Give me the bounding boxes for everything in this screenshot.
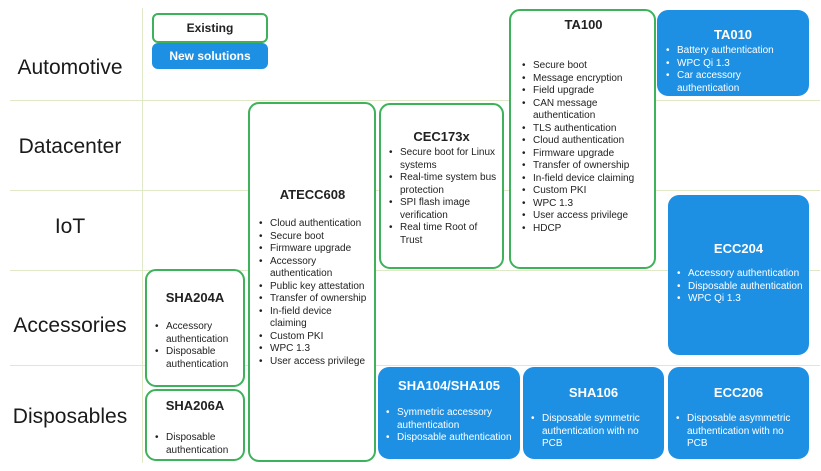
feature-item: HDCP [519,223,648,236]
feature-item: Disposable symmetric authentication with… [528,413,659,451]
feature-item: CAN message authentication [519,98,648,123]
product-title: ATECC608 [279,187,346,202]
feature-item: Field upgrade [519,85,648,98]
feature-item: Symmetric accessory authentication [383,407,515,432]
feature-item: Disposable authentication [152,346,238,371]
product-sha104-sha105: SHA104/SHA105 Symmetric accessory authen… [378,367,520,459]
feature-item: Accessory authentication [674,268,803,281]
feature-list: Secure boot for Linux systemsReal-time s… [386,147,497,247]
product-ecc206: ECC206 Disposable asymmetric authenticat… [668,367,809,459]
product-ecc204: ECC204 Accessory authenticationDisposabl… [668,195,809,355]
product-title: ECC204 [713,241,764,256]
feature-item: User access privilege [519,210,648,223]
feature-item: Secure boot for Linux systems [386,147,497,172]
feature-item: Real-time system bus protection [386,172,497,197]
feature-item: Disposable authentication [152,432,238,457]
row-divider [10,270,820,271]
feature-item: In-field device claiming [519,173,648,186]
product-title: TA100 [564,17,603,32]
row-divider [10,365,820,366]
feature-list: Secure bootMessage encryptionField upgra… [519,60,648,235]
product-title: SHA206A [165,398,225,413]
feature-item: WPC 1.3 [519,198,648,211]
product-cec173x: CEC173x Secure boot for Linux systemsRea… [379,103,504,269]
feature-item: Custom PKI [256,331,369,344]
feature-item: Accessory authentication [152,321,238,346]
product-sha206a: SHA206A Disposable authentication [145,389,245,461]
feature-item: Public key attestation [256,281,369,294]
feature-item: Firmware upgrade [519,148,648,161]
product-sha106: SHA106 Disposable symmetric authenticati… [523,367,664,459]
row-label-automotive: Automotive [17,56,123,79]
feature-item: Secure boot [519,60,648,73]
feature-item: Custom PKI [519,185,648,198]
feature-item: SPI flash image verification [386,197,497,222]
feature-item: Secure boot [256,231,369,244]
column-divider [142,8,143,463]
feature-item: WPC Qi 1.3 [674,293,803,306]
feature-item: Transfer of ownership [256,293,369,306]
product-title: SHA204A [165,290,225,305]
feature-item: Disposable authentication [674,281,803,294]
product-ta010: TA010 Battery authenticationWPC Qi 1.3Ca… [657,10,809,96]
product-sha204a: SHA204A Accessory authenticationDisposab… [145,269,245,387]
product-title: SHA104/SHA105 [398,378,500,393]
feature-item: Cloud authentication [256,218,369,231]
feature-list: Battery authenticationWPC Qi 1.3Car acce… [663,45,803,95]
feature-list: Disposable authentication [152,432,238,457]
product-ta100: TA100 Secure bootMessage encryptionField… [509,9,656,269]
feature-item: Battery authentication [663,45,803,58]
feature-item: Disposable asymmetric authentication wit… [673,413,804,451]
feature-item: Cloud authentication [519,135,648,148]
feature-list: Accessory authenticationDisposable authe… [674,268,803,306]
feature-list: Disposable symmetric authentication with… [528,413,659,451]
feature-item: User access privilege [256,356,369,369]
product-title: CEC173x [413,129,470,144]
product-atecc608: ATECC608 Cloud authenticationSecure boot… [248,102,376,462]
feature-item: Message encryption [519,73,648,86]
feature-item: WPC 1.3 [256,343,369,356]
row-divider [10,100,820,101]
feature-item: Disposable authentication [383,432,515,445]
feature-item: WPC Qi 1.3 [663,58,803,71]
feature-item: In-field device claiming [256,306,369,331]
feature-item: Real time Root of Trust [386,222,497,247]
product-title: SHA106 [568,385,619,400]
feature-item: Firmware upgrade [256,243,369,256]
legend-existing: Existing [152,13,268,43]
feature-list: Accessory authenticationDisposable authe… [152,321,238,371]
feature-item: Transfer of ownership [519,160,648,173]
row-label-datacenter: Datacenter [18,135,122,158]
feature-item: Accessory authentication [256,256,369,281]
feature-list: Symmetric accessory authenticationDispos… [383,407,515,445]
feature-item: Car accessory authentication [663,70,803,95]
row-label-accessories: Accessories [13,314,127,337]
product-title: ECC206 [713,385,764,400]
legend-new-solutions: New solutions [152,43,268,69]
feature-item: TLS authentication [519,123,648,136]
product-title: TA010 [713,27,753,42]
row-label-disposables: Disposables [12,405,128,428]
row-label-iot: IoT [54,215,86,238]
feature-list: Disposable asymmetric authentication wit… [673,413,804,451]
feature-list: Cloud authenticationSecure bootFirmware … [256,218,369,368]
